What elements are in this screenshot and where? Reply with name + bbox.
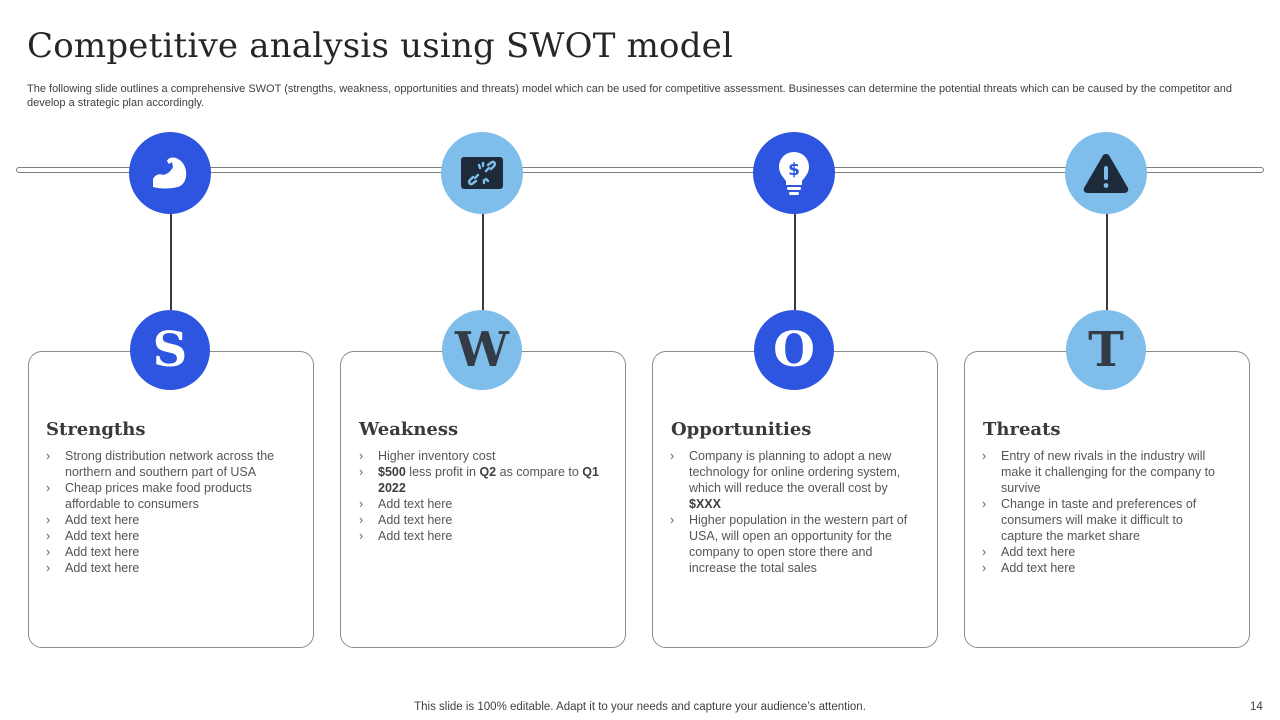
bullet-text: Add text here xyxy=(1001,545,1076,559)
bullet-text: Add text here xyxy=(378,497,453,511)
bullet-item: Add text here xyxy=(46,512,286,528)
footer-note: This slide is 100% editable. Adapt it to… xyxy=(414,701,866,713)
bullet-item: Add text here xyxy=(46,528,286,544)
bullet-text: Add text here xyxy=(65,513,140,527)
bullet-item: Cheap prices make food products affordab… xyxy=(46,480,286,512)
threats-heading: Threats xyxy=(983,419,1061,440)
connector-line-s xyxy=(170,212,172,310)
bullet-text: Add text here xyxy=(65,561,140,575)
bullet-bold-text: $500 xyxy=(378,465,406,479)
timeline-bar xyxy=(16,167,1264,173)
broken-link-icon xyxy=(461,157,503,189)
strengths-letter-circle: S xyxy=(130,310,210,390)
opportunities-letter-circle: O xyxy=(754,310,834,390)
bullet-text: Higher inventory cost xyxy=(378,449,496,463)
warning-triangle-icon xyxy=(1083,154,1129,193)
bullet-bold-text: Q1 2022 xyxy=(378,465,599,495)
bullet-text: Change in taste and preferences of consu… xyxy=(1001,497,1197,543)
strengths-heading: Strengths xyxy=(46,419,146,440)
bullet-item: Higher population in the western part of… xyxy=(670,512,920,576)
page-number: 14 xyxy=(1250,701,1263,713)
bullet-text: as compare to xyxy=(496,465,583,479)
connector-line-t xyxy=(1106,212,1108,310)
threats-bullet-list: Entry of new rivals in the industry will… xyxy=(982,448,1227,576)
bullet-text: less profit in xyxy=(405,465,480,479)
strengths-bullet-list: Strong distribution network across the n… xyxy=(46,448,286,576)
bullet-item: Strong distribution network across the n… xyxy=(46,448,286,480)
weakness-bullet-list: Higher inventory cost$500 less profit in… xyxy=(359,448,604,544)
bullet-text: Add text here xyxy=(378,529,453,543)
bullet-item: Add text here xyxy=(46,544,286,560)
bullet-item: Add text here xyxy=(359,528,604,544)
bullet-item: Entry of new rivals in the industry will… xyxy=(982,448,1227,496)
bullet-item: Change in taste and preferences of consu… xyxy=(982,496,1227,544)
page-subtitle: The following slide outlines a comprehen… xyxy=(27,83,1232,109)
weakness-heading: Weakness xyxy=(359,419,459,440)
bullet-item: Add text here xyxy=(359,512,604,528)
bullet-item: Company is planning to adopt a new techn… xyxy=(670,448,920,512)
opportunities-bullet-list: Company is planning to adopt a new techn… xyxy=(670,448,920,576)
bullet-text: Company is planning to adopt a new techn… xyxy=(689,449,901,495)
threats-letter-circle: T xyxy=(1066,310,1146,390)
bullet-bold-text: Q2 xyxy=(479,465,497,479)
bullet-text: Add text here xyxy=(65,529,140,543)
bullet-text: Entry of new rivals in the industry will… xyxy=(1001,449,1216,495)
connector-line-w xyxy=(482,212,484,310)
opportunities-icon-circle: $ xyxy=(753,132,835,214)
bullet-item: Add text here xyxy=(46,560,286,576)
strengths-icon-circle xyxy=(129,132,211,214)
page-title: Competitive analysis using SWOT model xyxy=(27,26,734,66)
threats-icon-circle xyxy=(1065,132,1147,214)
bullet-item: Add text here xyxy=(359,496,604,512)
bullet-text: Add text here xyxy=(65,545,140,559)
bullet-text: Add text here xyxy=(378,513,453,527)
opportunities-heading: Opportunities xyxy=(671,419,812,440)
bullet-item: Higher inventory cost xyxy=(359,448,604,464)
weakness-icon-circle xyxy=(441,132,523,214)
bullet-text: Cheap prices make food products affordab… xyxy=(65,481,252,511)
bullet-item: Add text here xyxy=(982,560,1227,576)
bullet-bold-text: $XXX xyxy=(689,497,721,511)
flexed-arm-icon xyxy=(153,157,187,189)
bullet-text: Strong distribution network across the n… xyxy=(65,449,275,479)
connector-line-o xyxy=(794,212,796,310)
svg-text:$: $ xyxy=(788,160,800,180)
lightbulb-dollar-icon: $ xyxy=(779,152,809,195)
weakness-letter-circle: W xyxy=(442,310,522,390)
bullet-text: Higher population in the western part of… xyxy=(689,513,908,575)
bullet-item: $500 less profit in Q2 as compare to Q1 … xyxy=(359,464,604,496)
bullet-text: Add text here xyxy=(1001,561,1076,575)
bullet-item: Add text here xyxy=(982,544,1227,560)
